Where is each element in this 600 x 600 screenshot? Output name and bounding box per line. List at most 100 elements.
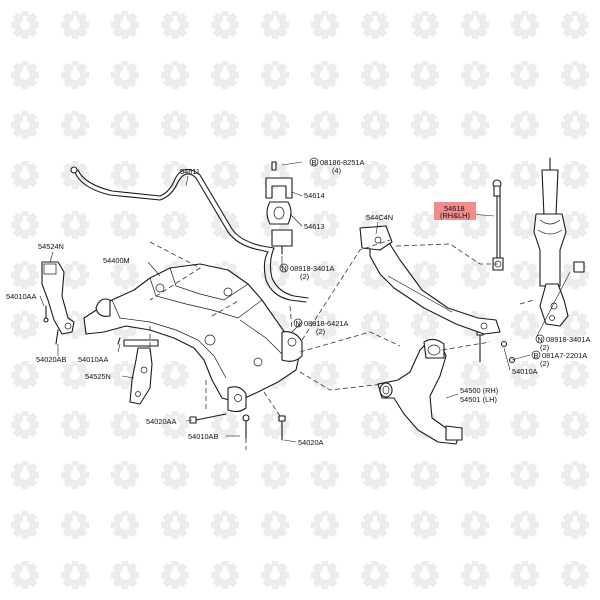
label-08918-3401a-right[interactable]: 08918-3401A	[546, 335, 590, 344]
member-reinforcement[interactable]	[359, 225, 501, 335]
label-54020ab[interactable]: 54020AB	[36, 355, 66, 364]
gear-icon	[361, 311, 389, 339]
label-54010a[interactable]: 54010A	[512, 367, 538, 376]
gear-icon	[11, 111, 39, 139]
gear-icon	[111, 211, 139, 239]
gear-icon	[411, 161, 439, 189]
gear-icon	[61, 61, 89, 89]
gear-icon	[461, 411, 489, 439]
gear-icon	[61, 461, 89, 489]
member-stay-right[interactable]	[117, 337, 159, 405]
label-54020a[interactable]: 54020A	[298, 438, 324, 447]
gear-icon	[511, 561, 539, 589]
gear-icon	[211, 561, 239, 589]
gear-icon	[561, 561, 589, 589]
gear-icon	[211, 161, 239, 189]
gear-icon	[311, 411, 339, 439]
gear-icon	[311, 361, 339, 389]
marker-n-1: N	[281, 264, 286, 273]
label-54500-rh[interactable]: 54500 (RH)	[460, 386, 498, 395]
gear-icon	[11, 211, 39, 239]
label-54618-side: (RH&LH)	[440, 211, 470, 220]
label-54501-lh[interactable]: 54501 (LH)	[460, 395, 497, 404]
transverse-link[interactable]	[377, 338, 463, 445]
gear-icon	[561, 461, 589, 489]
gear-icon	[11, 311, 39, 339]
gear-icon	[561, 111, 589, 139]
gear-icon	[261, 461, 289, 489]
label-54524n[interactable]: 54524N	[38, 242, 64, 251]
gear-icon	[561, 411, 589, 439]
gear-icon	[311, 61, 339, 89]
member-stay-left[interactable]	[41, 261, 75, 345]
label-54400m[interactable]: 54400M	[103, 256, 130, 265]
label-08186-8251a[interactable]: 08186-8251A	[320, 158, 364, 167]
gear-icon	[361, 411, 389, 439]
gear-icon	[561, 61, 589, 89]
gear-icon	[161, 461, 189, 489]
gear-icon	[211, 111, 239, 139]
gear-icon	[361, 511, 389, 539]
front-suspension-member[interactable]	[83, 263, 303, 413]
stabilizer-bar[interactable]	[70, 166, 309, 303]
gear-icon	[561, 11, 589, 39]
label-54010aa-left[interactable]: 54010AA	[6, 292, 36, 301]
label-54611[interactable]: 54611	[180, 167, 200, 176]
leader-lines	[39, 161, 571, 443]
label-54010aa-middle[interactable]: 54010AA	[78, 355, 108, 364]
gear-icon	[61, 411, 89, 439]
gear-icon	[11, 511, 39, 539]
gear-icon	[561, 361, 589, 389]
label-08918-3401a-left-qty: (2)	[300, 272, 309, 281]
gear-icon	[411, 461, 439, 489]
gear-icon	[461, 261, 489, 289]
gear-icon	[161, 111, 189, 139]
gear-icon	[11, 11, 39, 39]
stabilizer-connecting-rod[interactable]	[492, 179, 504, 271]
gear-icon	[461, 461, 489, 489]
gear-icon	[61, 111, 89, 139]
label-08918-3401a-left[interactable]: 08918-3401A	[290, 264, 334, 273]
reference-lines	[149, 239, 535, 450]
label-54010ab[interactable]: 54010AB	[188, 432, 218, 441]
gear-icon	[461, 361, 489, 389]
gear-icon	[511, 11, 539, 39]
label-08186-qty: (4)	[332, 166, 341, 175]
label-54614[interactable]: 54614	[304, 191, 325, 200]
label-54613[interactable]: 54613	[304, 222, 325, 231]
gear-icon	[461, 61, 489, 89]
gear-icon	[161, 61, 189, 89]
gear-icon	[111, 411, 139, 439]
gear-icon	[461, 11, 489, 39]
gear-icon	[61, 261, 89, 289]
gear-icon	[61, 511, 89, 539]
stabilizer-clamp-bushing[interactable]	[265, 161, 293, 255]
label-081a7-2201a[interactable]: 081A7-2201A	[542, 351, 587, 360]
gear-icon	[11, 261, 39, 289]
label-544c4n[interactable]: 544C4N	[366, 213, 393, 222]
gear-icon	[11, 461, 39, 489]
label-54618[interactable]: 54618	[444, 204, 465, 213]
marker-b-1: B	[312, 158, 317, 167]
label-54020aa[interactable]: 54020AA	[146, 417, 176, 426]
gear-icon	[61, 211, 89, 239]
gear-icon	[161, 511, 189, 539]
gear-icon	[261, 11, 289, 39]
gear-icon	[311, 461, 339, 489]
label-08918-6421a[interactable]: 08918-6421A	[304, 319, 348, 328]
gear-icon	[261, 511, 289, 539]
gear-icon	[161, 211, 189, 239]
gear-icon	[111, 261, 139, 289]
strut-assembly[interactable]	[533, 157, 585, 327]
gear-icon	[511, 61, 539, 89]
gear-icon	[111, 61, 139, 89]
gear-icon	[211, 61, 239, 89]
gear-icon	[411, 61, 439, 89]
gear-icon	[111, 111, 139, 139]
label-54525n[interactable]: 54525N	[85, 372, 111, 381]
gear-icon	[511, 261, 539, 289]
watermark-gear-grid	[11, 11, 589, 589]
gear-icon	[161, 361, 189, 389]
